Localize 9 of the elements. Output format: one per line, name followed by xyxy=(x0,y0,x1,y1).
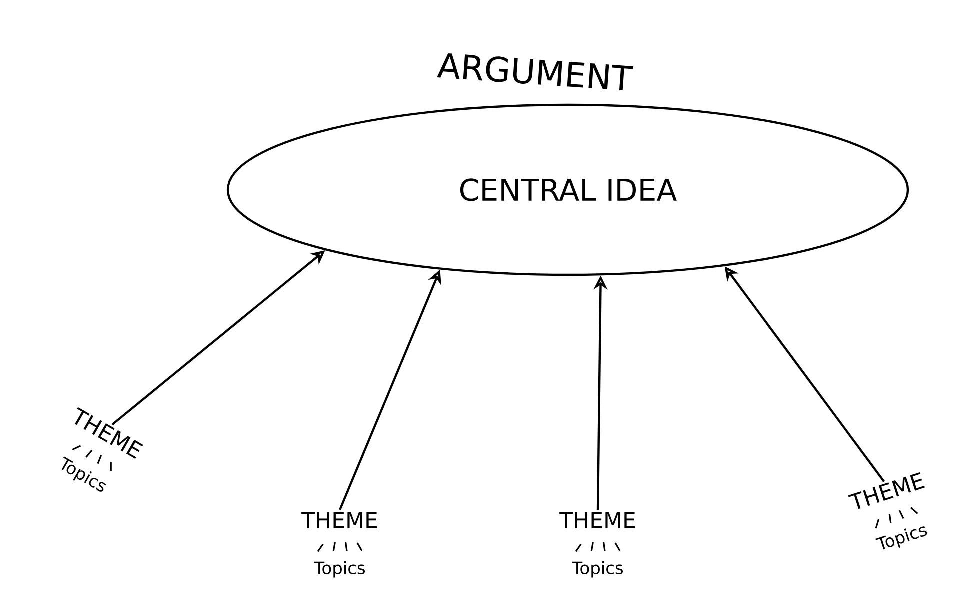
topics-label: Topics xyxy=(876,526,928,550)
topics-label: Topics xyxy=(314,561,366,578)
theme-label: THEME xyxy=(302,512,377,528)
ellipse-node xyxy=(226,54,910,276)
heading: ARGUMENT xyxy=(437,54,634,91)
topics-label: Topics xyxy=(572,561,624,578)
central-idea-text: CENTRAL IDEA xyxy=(460,178,677,202)
theme-label: THEME xyxy=(848,472,925,510)
theme-label: THEME xyxy=(560,512,635,528)
